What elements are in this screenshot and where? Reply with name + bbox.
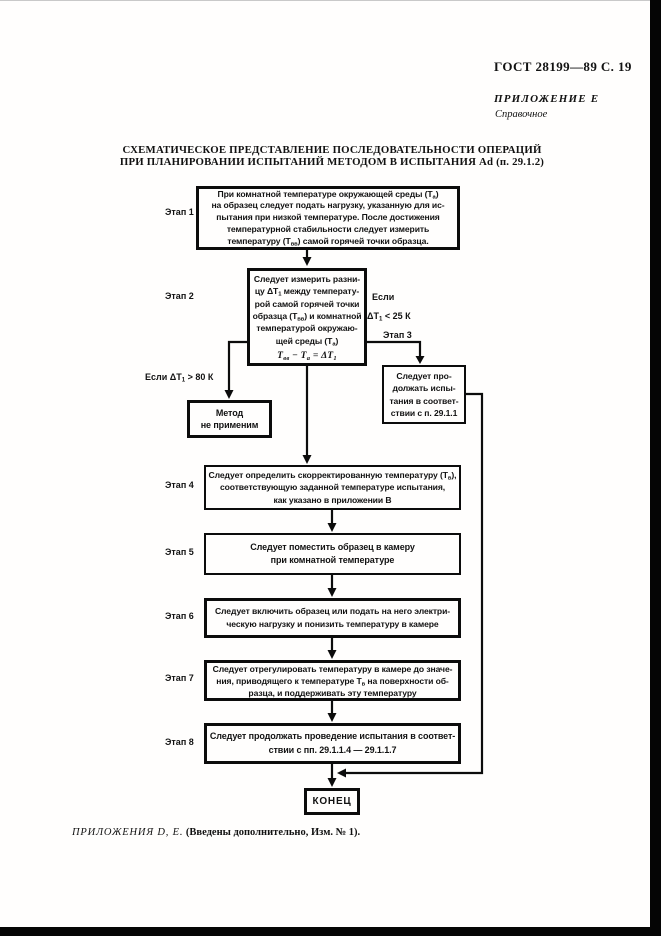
- arrowhead-end: [327, 778, 337, 787]
- annex-type-label: Справочное: [495, 109, 548, 120]
- step2-text: Следует измерить разни-цу ΔТ1 между темп…: [252, 273, 362, 348]
- arrowhead-step5: [327, 523, 337, 532]
- arrowhead-step8: [327, 713, 337, 722]
- footnote-amendment-part: (Введены дополнительно, Изм. № 1).: [183, 827, 361, 838]
- stage-label-1: Этап 1: [165, 207, 194, 217]
- scan-edge-right: [650, 0, 661, 936]
- arrowhead-step3-end: [337, 768, 346, 778]
- flowchart-box-step3: Следует про-должать испы-тания в соответ…: [382, 365, 466, 424]
- arrowhead-step4: [302, 455, 312, 464]
- diagram-title: СХЕМАТИЧЕСКОЕ ПРЕДСТАВЛЕНИЕ ПОСЛЕДОВАТЕЛ…: [119, 144, 545, 168]
- step8-text: Следует продолжать проведение испытания …: [209, 731, 456, 755]
- stage-label-2: Этап 2: [165, 291, 194, 301]
- connector-step3-end: [346, 392, 484, 775]
- step1-text: При комнатной температуре окружающей сре…: [211, 188, 445, 248]
- connector-step2-step3: [367, 340, 422, 357]
- step2-formula: Твв − Та = ΔТ1: [277, 350, 337, 363]
- flowchart-box-step1: При комнатной температуре окружающей сре…: [196, 186, 460, 250]
- stage-label-6: Этап 6: [165, 611, 194, 621]
- condition-delta-t-less-25k: ΔТ1 < 25 К: [367, 311, 411, 323]
- footnote-annexes-part: ПРИЛОЖЕНИЯ D, Е.: [72, 827, 184, 838]
- arrowhead-step7: [327, 650, 337, 659]
- flowchart-box-step6: Следует включить образец или подать на н…: [204, 598, 461, 638]
- amendment-footnote: ПРИЛОЖЕНИЯ D, Е. (Введены дополнительно,…: [72, 827, 360, 838]
- step7-text: Следует отрегулировать температуру в кам…: [212, 663, 453, 698]
- gost-number-header: ГОСТ 28199—89 С. 19: [494, 59, 632, 74]
- stage-label-8: Этап 8: [165, 737, 194, 747]
- scan-edge-bottom: [0, 927, 661, 936]
- annex-label: ПРИЛОЖЕНИЕ Е: [494, 93, 600, 105]
- flowchart-box-end: КОНЕЦ: [304, 788, 360, 815]
- flowchart-box-step8: Следует продолжать проведение испытания …: [204, 723, 461, 764]
- arrowhead-step2: [302, 257, 312, 266]
- arrowhead-step3: [415, 356, 425, 364]
- end-text: КОНЕЦ: [312, 795, 352, 807]
- flowchart-box-step4: Следует определить скорректированную тем…: [204, 465, 461, 510]
- step3-text: Следует про-должать испы-тания в соответ…: [389, 370, 459, 418]
- step6-text: Следует включить образец или подать на н…: [214, 606, 451, 629]
- step4-text: Следует определить скорректированную тем…: [208, 469, 457, 505]
- stage-label-4: Этап 4: [165, 480, 194, 490]
- connector-step2-method-not-applicable: [227, 340, 247, 391]
- scan-edge-top: [0, 0, 661, 1]
- flowchart-box-step2: Следует измерить разни-цу ΔТ1 между темп…: [247, 268, 367, 366]
- arrowhead-method-not-applicable: [224, 390, 234, 399]
- stage-label-7: Этап 7: [165, 673, 194, 683]
- stage-label-3: Этап 3: [383, 330, 412, 340]
- stage-label-5: Этап 5: [165, 547, 194, 557]
- condition-if-label: Если: [372, 292, 395, 302]
- arrowhead-step6: [327, 588, 337, 597]
- condition-delta-t-greater-80k: Если ΔТ1 > 80 К: [145, 372, 214, 384]
- flowchart-box-step7: Следует отрегулировать температуру в кам…: [204, 660, 461, 701]
